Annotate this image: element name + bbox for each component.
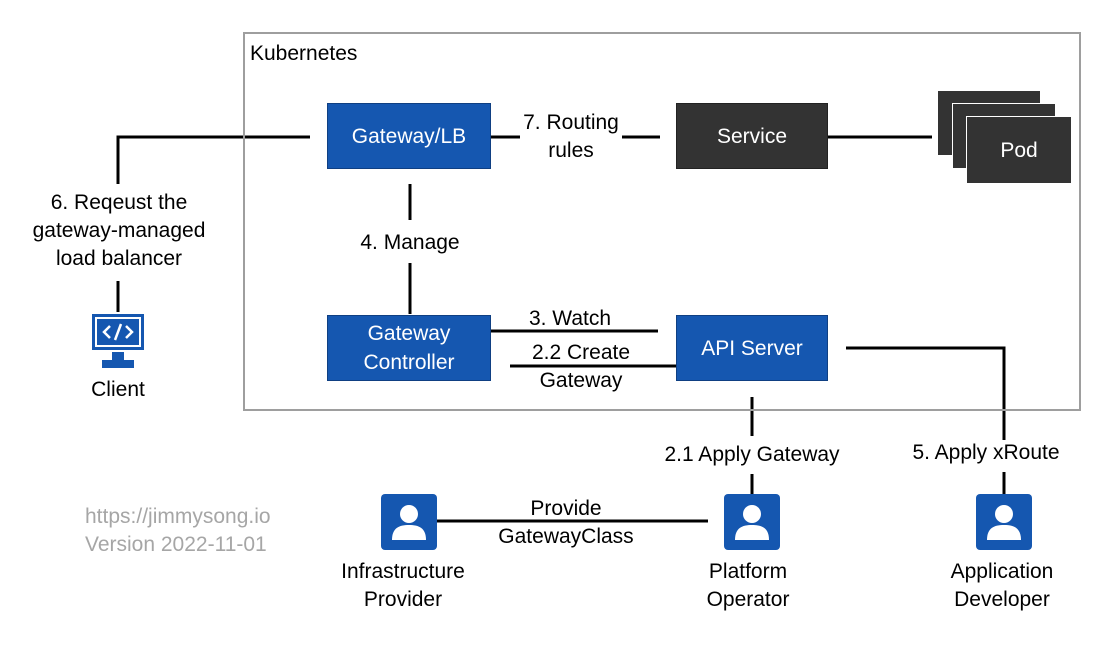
gateway-controller-label-line2: Controller <box>363 351 455 374</box>
api-server-label: API Server <box>701 336 803 360</box>
edge-label-manage: 4. Manage <box>360 231 460 254</box>
gateway-lb-node[interactable]: Gateway/LB <box>327 103 491 169</box>
service-node[interactable]: Service <box>676 103 828 169</box>
infra-provider-label: Infrastructure Provider <box>318 558 488 614</box>
request-lb-line1: 6. Reqeust the <box>50 191 188 214</box>
infra-provider-line2: Provider <box>363 588 443 611</box>
create-gateway-line2: Gateway <box>539 369 623 392</box>
platform-operator-line2: Operator <box>706 588 790 611</box>
gateway-controller-node[interactable]: Gateway Controller <box>327 315 491 381</box>
kubernetes-cluster <box>243 32 1081 411</box>
gateway-lb-label: Gateway/LB <box>351 124 467 148</box>
provide-line2: GatewayClass <box>498 525 634 548</box>
gateway-controller-label-line1: Gateway <box>367 322 451 345</box>
routing-rules-line1: 7. Routing <box>523 111 619 134</box>
watermark-url: https://jimmysong.io <box>85 505 271 528</box>
service-label: Service <box>716 124 788 148</box>
edge-label-watch: 3. Watch <box>528 307 612 330</box>
edge-label-routing-rules: 7. Routing rules <box>516 109 626 165</box>
edge-label-create-gateway: 2.2 Create Gateway <box>516 339 646 395</box>
edge-label-apply-gateway: 2.1 Apply Gateway <box>664 443 840 466</box>
request-lb-line2: gateway-managed <box>32 219 206 242</box>
client-label: Client <box>91 378 145 401</box>
pod-node[interactable]: Pod <box>966 116 1072 184</box>
edge-label-apply-xroute: 5. Apply xRoute <box>912 441 1060 464</box>
user-icon <box>976 494 1032 550</box>
pod-label: Pod <box>1000 138 1038 162</box>
platform-operator-line1: Platform <box>708 560 788 583</box>
user-icon <box>381 494 437 550</box>
app-developer-label: Application Developer <box>924 558 1080 614</box>
platform-operator-label: Platform Operator <box>672 558 824 614</box>
request-lb-line3: load balancer <box>55 247 183 270</box>
edge-label-request-lb: 6. Reqeust the gateway-managed load bala… <box>0 189 238 273</box>
watermark-version: Version 2022-11-01 <box>85 533 267 556</box>
provide-line1: Provide <box>530 497 602 520</box>
app-developer-line2: Developer <box>954 588 1050 611</box>
user-icon <box>724 494 780 550</box>
create-gateway-line1: 2.2 Create <box>531 341 631 364</box>
edge-label-provide-gatewayclass: Provide GatewayClass <box>476 495 656 551</box>
edge-client-gateway <box>116 135 310 184</box>
cluster-label: Kubernetes <box>250 42 358 65</box>
app-developer-line1: Application <box>950 560 1054 583</box>
watermark: https://jimmysong.io Version 2022-11-01 <box>85 503 271 559</box>
routing-rules-line2: rules <box>548 139 594 162</box>
infra-provider-line1: Infrastructure <box>341 560 465 583</box>
api-server-node[interactable]: API Server <box>676 315 828 381</box>
monitor-code-icon <box>92 314 144 368</box>
